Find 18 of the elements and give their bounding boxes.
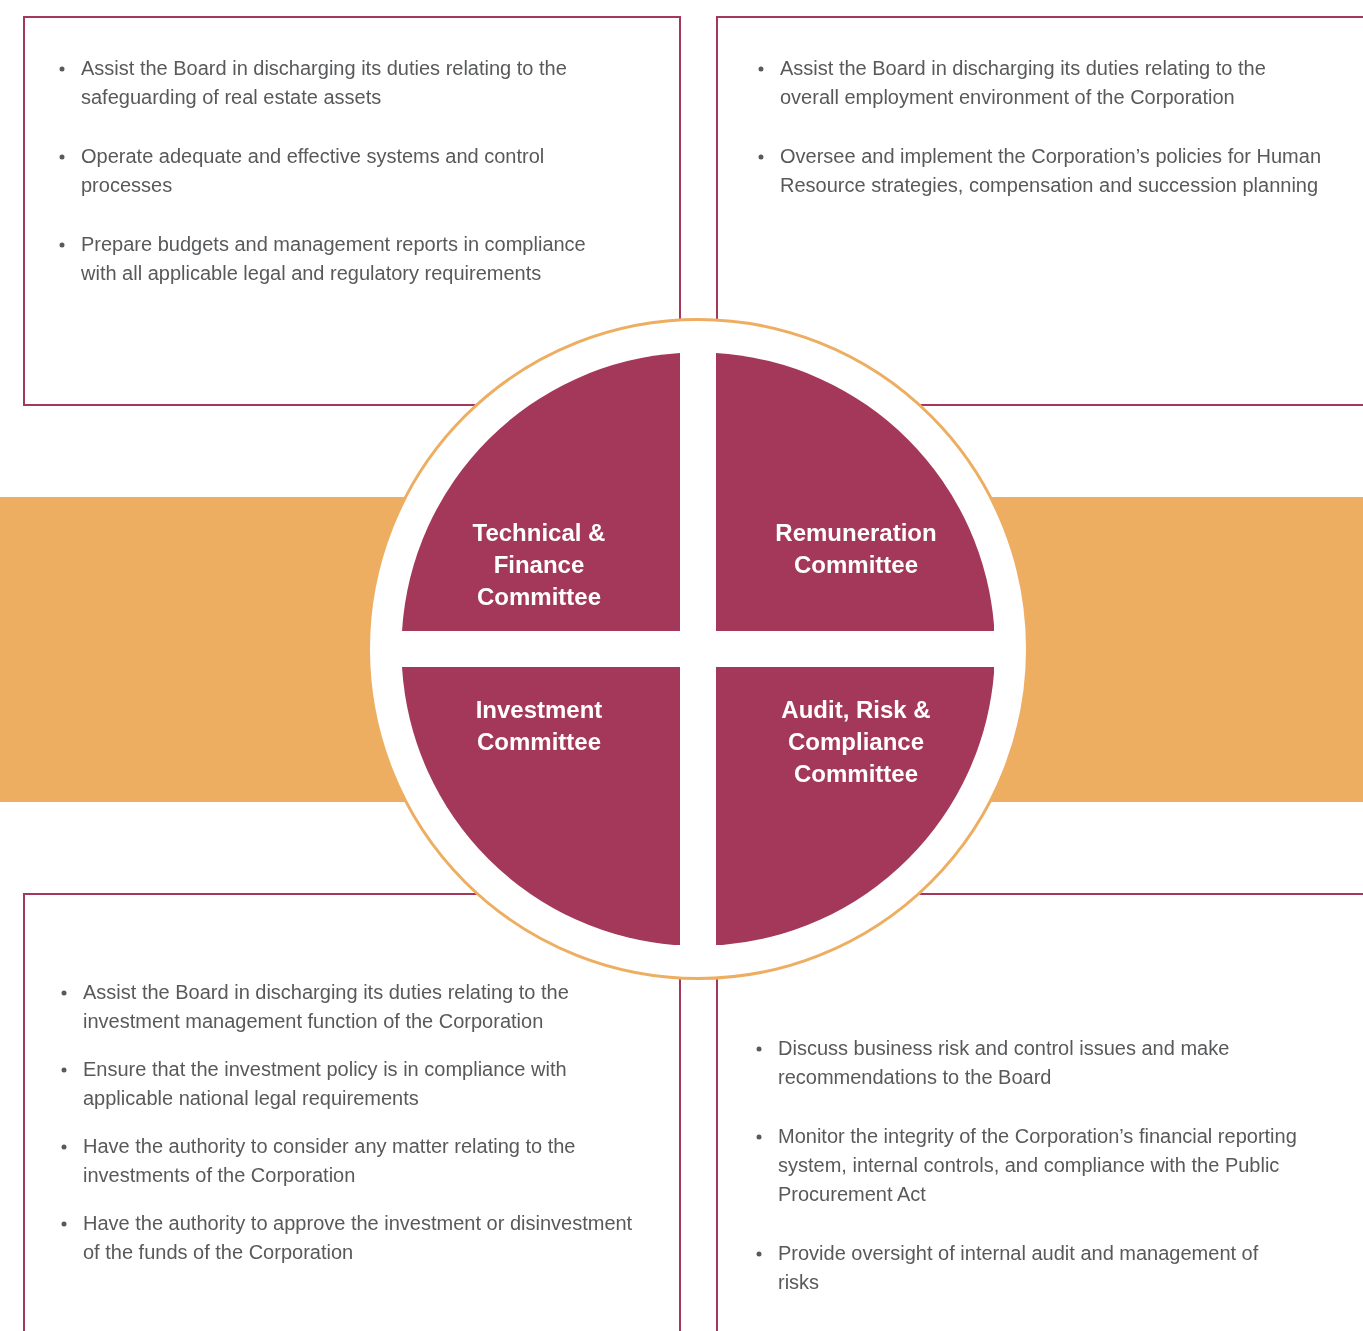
bullet-text: Have the authority to consider any matter relating to the investments of the Corporation	[83, 1134, 577, 1188]
committee-name: Remuneration Committee	[774, 518, 938, 580]
bullet-text: Prepare budgets and management reports in compliance with all applicable legal and regulatory requirements	[81, 232, 587, 286]
bullet-text: Monitor the integrity of the Corporation’s financial reporting system, internal controls, and compliance with the Public Procurement Act	[778, 1124, 1298, 1207]
committee-name: Investment Committee	[474, 695, 604, 757]
committee-name: Technical & Finance Committee	[471, 518, 607, 612]
bullet-text: Assist the Board in discharging its duties relating to the investment management function of the Corporation	[83, 980, 570, 1034]
bullet-text: Have the authority to approve the investment or disinvestment of the funds of the Corporation	[83, 1211, 634, 1265]
text-panel	[23, 893, 681, 1331]
bullet-text: Assist the Board in discharging its duties relating to the safeguarding of real estate assets	[81, 56, 568, 110]
bullet-text: Oversee and implement the Corporation’s policies for Human Resource strategies, compensation and succession planning	[780, 144, 1322, 198]
bullet-text: Discuss business risk and control issues and make recommendations to the Board	[778, 1036, 1231, 1090]
bullet-text: Provide oversight of internal audit and management of risks	[778, 1241, 1260, 1295]
bullet-text: Operate adequate and effective systems and control processes	[81, 144, 546, 198]
bullet-text: Ensure that the investment policy is in compliance with applicable national legal requirements	[83, 1057, 568, 1111]
bullet-text: Assist the Board in discharging its duties relating to the overall employment environment of the Corporation	[780, 56, 1267, 110]
committee-name: Audit, Risk & Compliance Committee	[780, 695, 932, 789]
text-panel	[716, 893, 1363, 1331]
